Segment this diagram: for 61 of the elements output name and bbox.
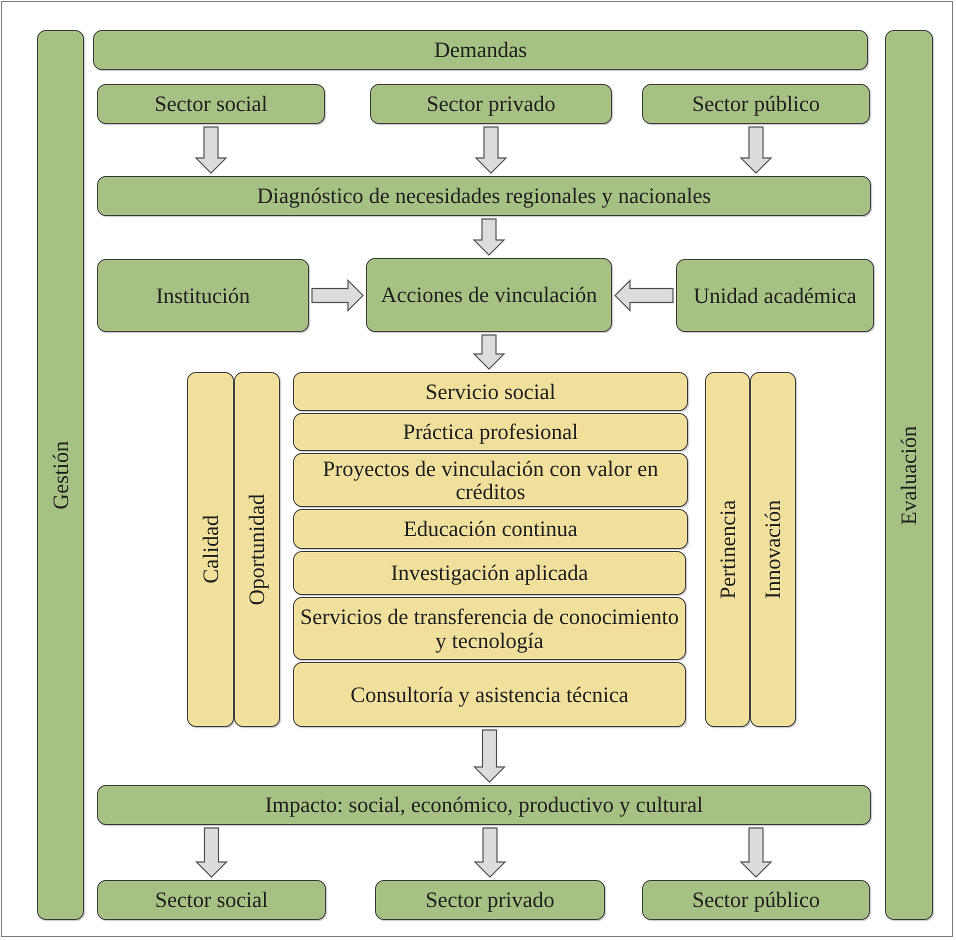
vertical-bar <box>750 372 796 727</box>
box-label: Educación continua <box>403 517 578 541</box>
process-box <box>293 597 686 660</box>
box-label: Demandas <box>434 38 527 62</box>
block-arrow <box>614 279 674 312</box>
block-arrow <box>472 218 506 256</box>
block-arrow <box>740 126 772 174</box>
process-box <box>642 84 870 124</box>
process-box <box>366 258 612 332</box>
box-label: Sector privado <box>426 92 556 116</box>
bar-label: Innovación <box>762 500 784 599</box>
box-label: Unidad académica <box>693 284 857 308</box>
vertical-bar <box>885 30 933 920</box>
box-label: Consultoría y asistencia técnica <box>350 682 628 706</box>
process-box <box>293 551 686 595</box>
box-label: Impacto: social, económico, productivo y cultural <box>264 793 704 817</box>
process-box <box>97 880 326 920</box>
box-label: Sector social <box>154 888 268 912</box>
process-box <box>375 880 605 920</box>
bar-label: Evaluación <box>898 426 920 524</box>
block-arrow <box>194 126 228 174</box>
vertical-bar <box>234 372 280 727</box>
block-arrow <box>311 279 364 312</box>
bar-label: Oportunidad <box>246 494 268 606</box>
process-box <box>642 880 870 920</box>
block-arrow <box>195 827 228 878</box>
box-label: Sector privado <box>426 888 554 912</box>
box-label: Servicios de transferencia de conocimiento y tecnología <box>300 605 679 652</box>
box-label: Acciones de vinculación <box>380 283 598 307</box>
block-arrow <box>473 729 506 783</box>
box-label: Investigación aplicada <box>390 561 588 585</box>
bar-label: Pertinencia <box>716 500 738 599</box>
block-arrow <box>474 827 506 878</box>
process-box <box>293 509 688 549</box>
bar-label: Calidad <box>200 515 222 584</box>
block-arrow <box>474 126 508 174</box>
box-label: Institución <box>156 284 250 308</box>
process-box <box>293 453 688 507</box>
process-box <box>293 662 686 727</box>
process-box <box>97 259 309 332</box>
bar-label: Gestión <box>50 440 72 510</box>
block-arrow <box>472 334 506 370</box>
process-box <box>97 84 325 124</box>
process-box <box>293 413 688 451</box>
process-box <box>97 176 871 216</box>
box-label: Sector público <box>692 888 820 912</box>
process-box <box>93 30 868 70</box>
box-label: Práctica profesional <box>402 420 578 444</box>
process-box <box>97 785 871 825</box>
box-label: Diagnóstico de necesidades regionales y nacionales <box>257 184 711 208</box>
block-arrow <box>740 827 772 878</box>
process-box <box>370 84 612 124</box>
vertical-bar <box>37 30 84 920</box>
box-label: Proyectos de vinculación con valor en créditos <box>322 456 660 504</box>
box-label: Sector social <box>154 92 268 116</box>
process-box <box>676 259 874 332</box>
process-box <box>293 372 688 411</box>
box-label: Servicio social <box>425 380 556 404</box>
vertical-bar <box>187 372 234 727</box>
vertical-bar <box>705 372 750 727</box>
box-label: Sector público <box>692 92 820 116</box>
